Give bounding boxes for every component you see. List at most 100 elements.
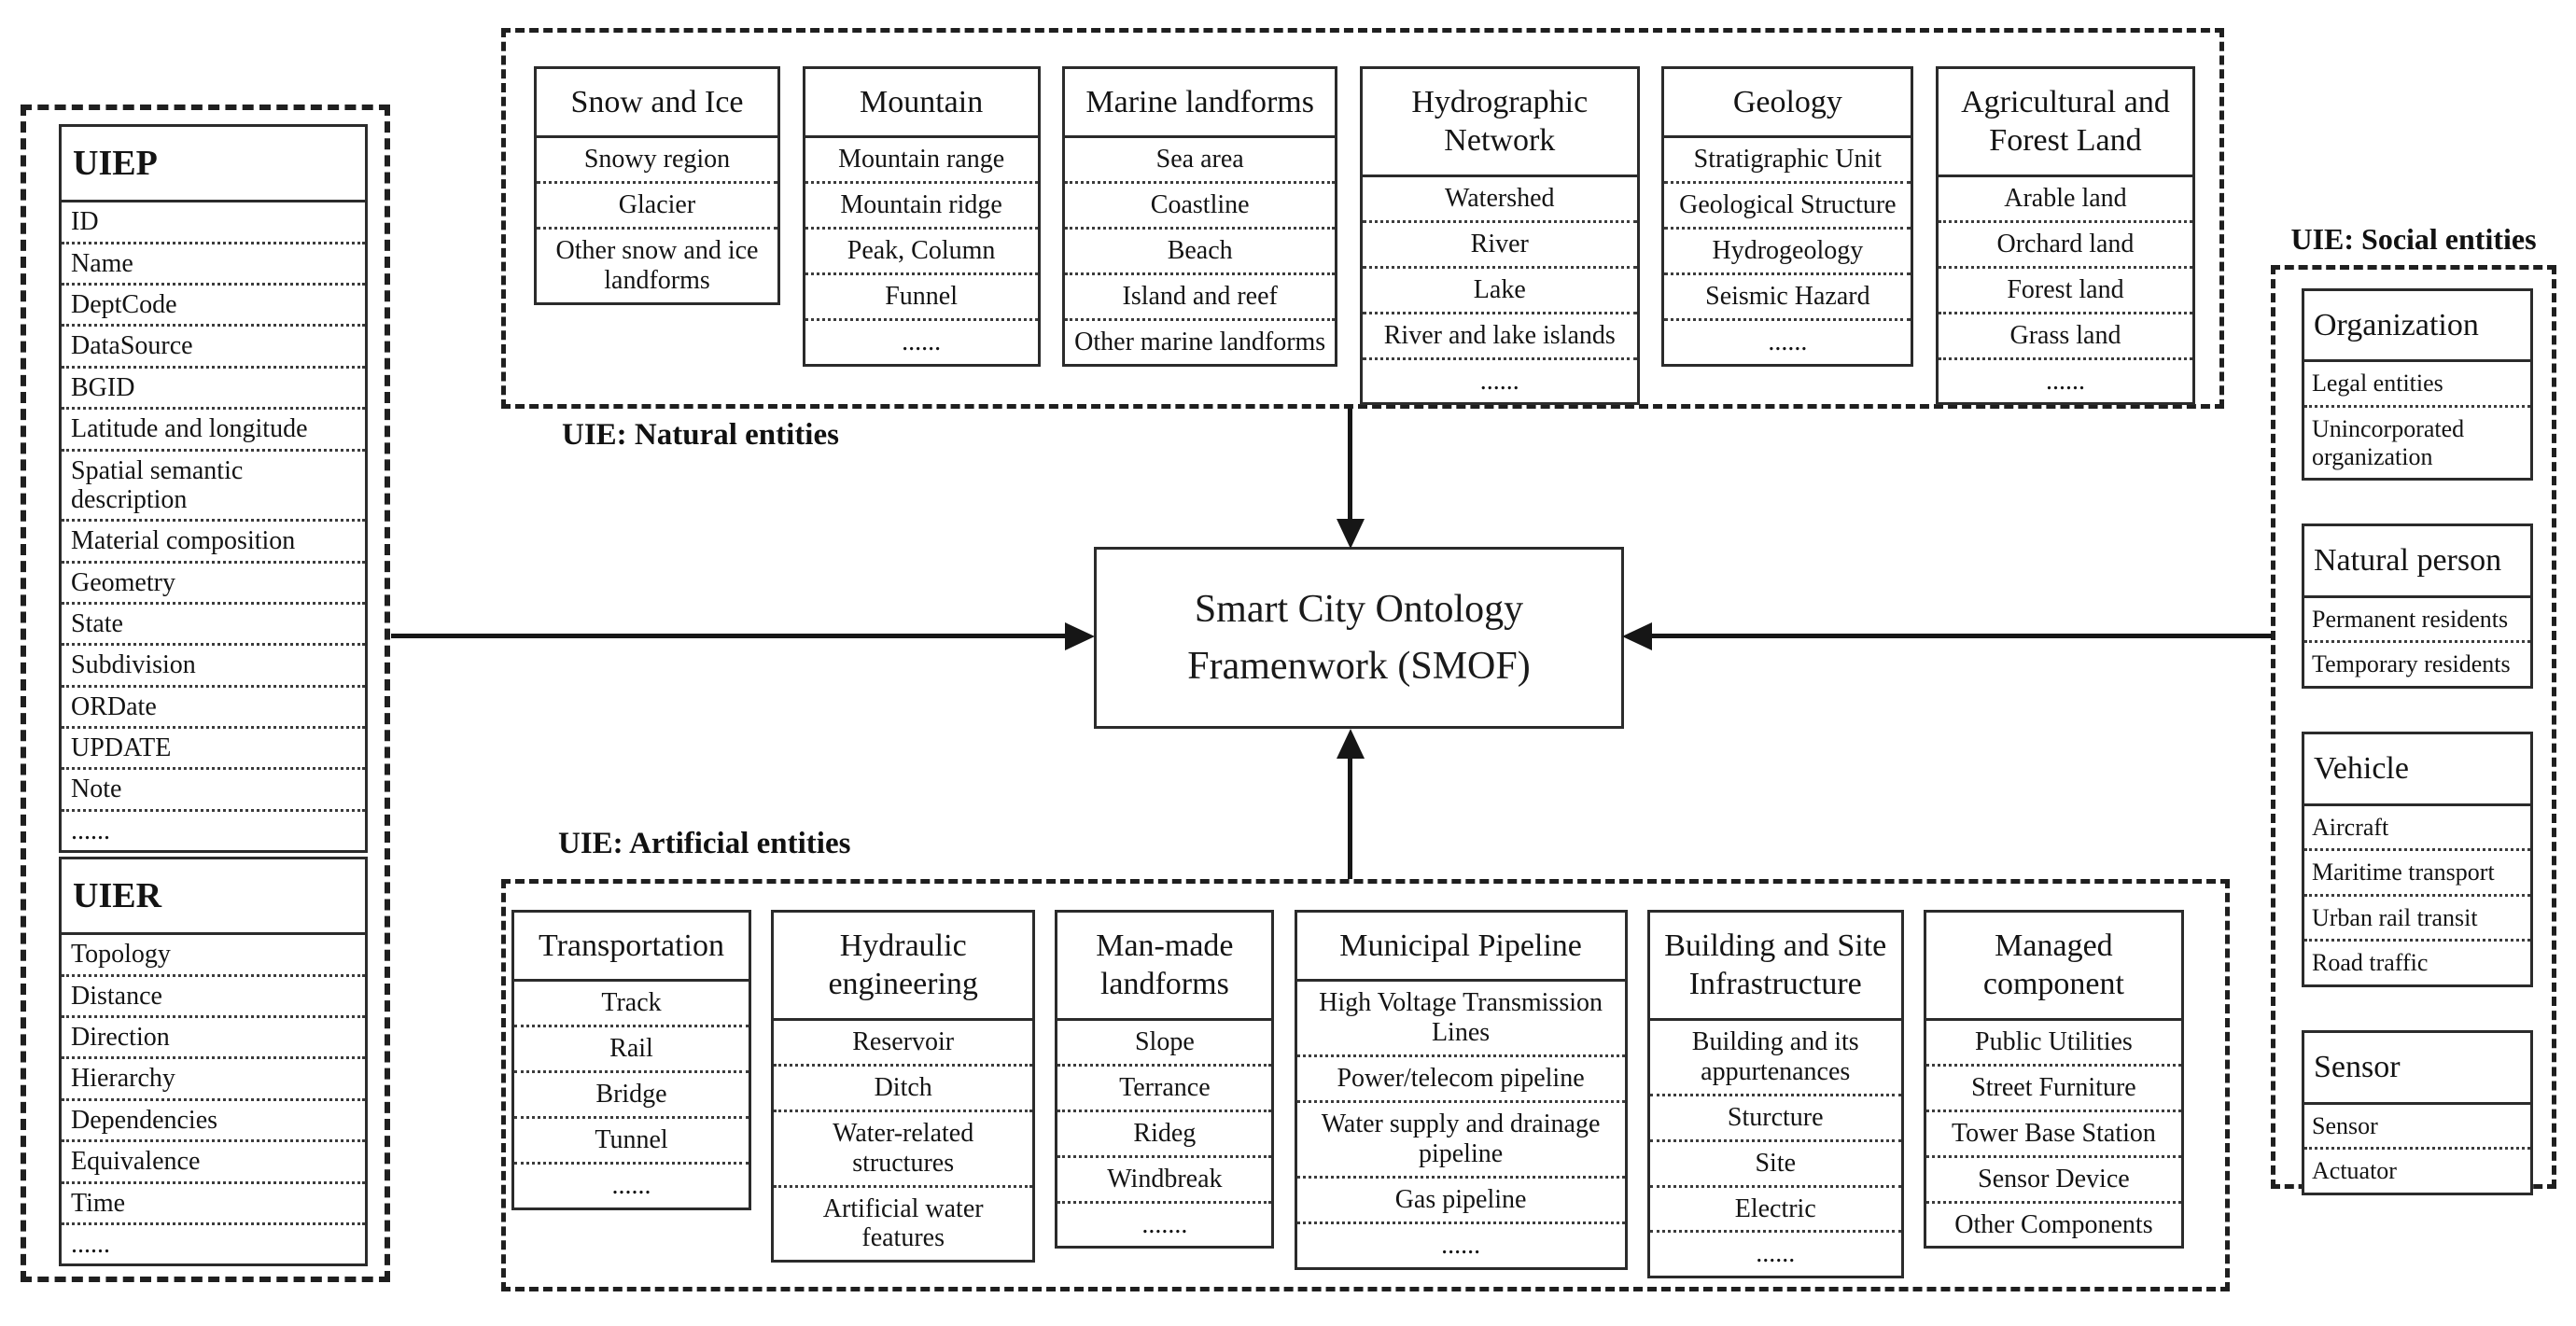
entity-box-title: Transportation bbox=[514, 913, 749, 983]
entity-box-item: Mountain range bbox=[805, 138, 1038, 185]
entity-box-item: Sturcture bbox=[1649, 1096, 1901, 1142]
entity-box-item: DeptCode bbox=[62, 286, 365, 328]
entity-box-item: Aircraft bbox=[2304, 806, 2530, 852]
entity-box-item: Rail bbox=[514, 1027, 749, 1074]
entity-box-item: BGID bbox=[62, 369, 365, 411]
entity-box-item: Topology bbox=[62, 935, 365, 977]
entity-box-item: Direction bbox=[62, 1018, 365, 1060]
entity-box-item: Hierarchy bbox=[62, 1059, 365, 1101]
entity-box-item: Hydrogeology bbox=[1664, 230, 1911, 276]
entity-box-item: Funnel bbox=[805, 275, 1038, 322]
entity-box-item: ...... bbox=[1441, 1230, 1481, 1260]
smof-title-line2: Framenwork (SMOF) bbox=[1187, 644, 1531, 688]
entity-box-title: Mountain bbox=[805, 69, 1038, 139]
entity-box-item: Artificial water features bbox=[822, 1193, 984, 1253]
entity-box-item: Electric bbox=[1649, 1188, 1901, 1234]
entity-box-item: ...... bbox=[1479, 366, 1519, 396]
entity-box-item: Site bbox=[1649, 1142, 1901, 1188]
entity-box-title: Geology bbox=[1664, 69, 1911, 139]
entity-box-title: Building and Site Infrastructure bbox=[1649, 913, 1901, 1021]
entity-box-item: Permanent residents bbox=[2304, 598, 2530, 644]
entity-box-item: Other marine landforms bbox=[1074, 328, 1326, 357]
entity-box-item: State bbox=[62, 605, 365, 647]
entity-box-item: Glacier bbox=[537, 184, 777, 230]
entity-box-title: Natural person bbox=[2304, 526, 2530, 598]
entity-box-item: ....... bbox=[1141, 1209, 1188, 1239]
entity-box-item: Dependencies bbox=[62, 1101, 365, 1143]
entity-box-title: Man-made landforms bbox=[1057, 913, 1272, 1021]
entity-box-item: ...... bbox=[1768, 328, 1808, 357]
entity-box-item: Snowy region bbox=[537, 138, 777, 185]
entity-box-title: Organization bbox=[2304, 291, 2530, 363]
entity-box-item: Arable land bbox=[1938, 177, 2192, 223]
entity-box-item: ...... bbox=[2045, 366, 2085, 396]
entity-box-item: Note bbox=[62, 770, 365, 812]
arrow-up-icon bbox=[1337, 729, 1365, 759]
entity-box-item: Lake bbox=[1362, 269, 1637, 314]
entity-box-item: Legal entities bbox=[2304, 362, 2530, 409]
entity-box-title: Agricultural and Forest Land bbox=[1938, 69, 2192, 177]
entity-box-item: Street Furniture bbox=[1925, 1067, 2181, 1112]
entity-box-item: Tower Base Station bbox=[1925, 1112, 2181, 1158]
entity-box-item: Actuator bbox=[2312, 1157, 2397, 1185]
entity-box-item: Tunnel bbox=[514, 1119, 749, 1165]
entity-box-item: Island and reef bbox=[1065, 275, 1336, 322]
entity-box-item: Bridge bbox=[514, 1073, 749, 1120]
entity-box-item: ...... bbox=[1756, 1239, 1796, 1269]
entity-box-item: ...... bbox=[611, 1171, 651, 1201]
arrow-right-icon bbox=[1065, 622, 1095, 650]
entity-box-item: High Voltage Transmission Lines bbox=[1296, 982, 1625, 1058]
entity-box-item: Material composition bbox=[62, 522, 365, 564]
entity-box-title: Snow and Ice bbox=[537, 69, 777, 139]
entity-box-title: Municipal Pipeline bbox=[1296, 913, 1625, 983]
entity-box-title: UIER bbox=[62, 859, 365, 936]
entity-box-title: Managed component bbox=[1925, 913, 2181, 1021]
entity-box-item: Terrance bbox=[1057, 1067, 1272, 1112]
entity-box-item: Other snow and ice landforms bbox=[555, 236, 759, 296]
entity-box-item: Gas pipeline bbox=[1296, 1179, 1625, 1224]
entity-box-item: ORDate bbox=[62, 688, 365, 730]
entity-box-item: Sea area bbox=[1065, 138, 1336, 185]
arrow-left-icon bbox=[1622, 622, 1652, 650]
entity-box-item: Watershed bbox=[1362, 177, 1637, 223]
entity-box-title: UIEP bbox=[62, 127, 365, 203]
entity-box-item: DataSource bbox=[62, 327, 365, 369]
entity-box-item: Forest land bbox=[1938, 269, 2192, 314]
entity-box-item: Reservoir bbox=[774, 1021, 1033, 1067]
social-entities-label: UIE: Social entities bbox=[2290, 222, 2537, 256]
entity-box-item: Geometry bbox=[62, 564, 365, 605]
entity-box-item: Subdivision bbox=[62, 646, 365, 688]
entity-box-item: Grass land bbox=[1938, 314, 2192, 360]
entity-box-title: Hydrographic Network bbox=[1362, 69, 1637, 177]
entity-box-item: Ditch bbox=[774, 1067, 1033, 1112]
entity-box-item: UPDATE bbox=[62, 729, 365, 771]
entity-box-item: Latitude and longitude bbox=[62, 410, 365, 452]
entity-box-item: Slope bbox=[1057, 1021, 1272, 1067]
entity-box-item: Coastline bbox=[1065, 184, 1336, 230]
entity-box-item: Urban rail transit bbox=[2304, 897, 2530, 942]
entity-box-item: ...... bbox=[71, 1229, 110, 1259]
entity-box-item: Time bbox=[62, 1184, 365, 1225]
entity-box-item: Orchard land bbox=[1938, 223, 2192, 269]
entity-box-item: Equivalence bbox=[62, 1142, 365, 1184]
entity-box-item: Rideg bbox=[1057, 1112, 1272, 1158]
arrow-down-icon bbox=[1337, 519, 1365, 549]
entity-box-item: Distance bbox=[62, 977, 365, 1019]
